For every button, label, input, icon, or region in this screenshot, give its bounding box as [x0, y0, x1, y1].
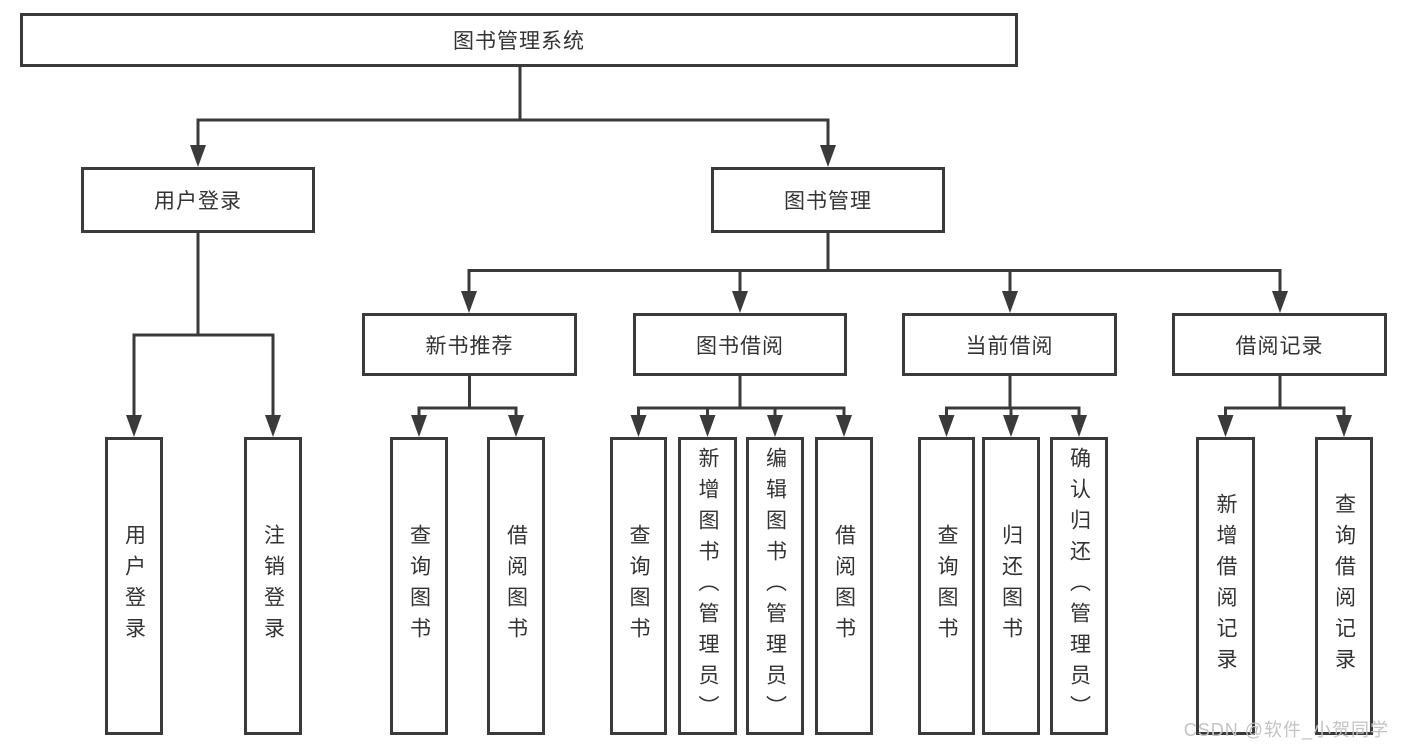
- node-new-book-recommendation: 新书推荐: [362, 313, 577, 376]
- node-user-login: 用户登录: [81, 167, 315, 233]
- leaf-confirm-return-admin: 确认归还（管理员）: [1050, 437, 1108, 735]
- leaf-label: 查询图书: [627, 524, 650, 648]
- leaf-query-books-recommend: 查询图书: [390, 437, 448, 735]
- leaf-label: 用户登录: [122, 524, 146, 648]
- leaf-label: 查询图书: [935, 524, 958, 648]
- csdn-watermark: CSDN @软件_小贺同学: [1183, 720, 1389, 740]
- leaf-label: 借阅图书: [504, 524, 528, 648]
- node-book-borrowing: 图书借阅: [633, 313, 847, 376]
- leaf-logout: 注销登录: [244, 437, 302, 735]
- leaf-query-books-current: 查询图书: [918, 437, 975, 735]
- node-label: 新书推荐: [425, 334, 514, 358]
- leaf-label: 新增借阅记录: [1214, 493, 1237, 679]
- node-library-management-system: 图书管理系统: [20, 13, 1018, 67]
- leaf-edit-book-admin: 编辑图书（管理员）: [746, 437, 804, 735]
- node-label: 图书借阅: [696, 334, 784, 358]
- leaf-label: 查询借阅记录: [1332, 493, 1356, 679]
- leaf-user-login: 用户登录: [105, 437, 163, 735]
- node-borrowing-records: 借阅记录: [1172, 313, 1387, 376]
- node-label: 用户登录: [154, 190, 242, 213]
- leaf-add-book-admin: 新增图书（管理员）: [678, 437, 737, 735]
- node-label: 当前借阅: [965, 334, 1054, 358]
- leaf-label: 借阅图书: [832, 524, 856, 648]
- node-book-management: 图书管理: [711, 167, 945, 233]
- node-label: 图书管理: [784, 190, 872, 213]
- leaf-borrow-books: 借阅图书: [815, 437, 873, 735]
- leaf-query-borrow-record: 查询借阅记录: [1315, 437, 1373, 735]
- node-label: 借阅记录: [1235, 334, 1324, 358]
- leaf-label: 新增图书（管理员）: [696, 446, 719, 726]
- leaf-return-books: 归还图书: [982, 437, 1040, 735]
- leaf-query-books-borrowing: 查询图书: [610, 437, 667, 735]
- leaf-label: 查询图书: [407, 524, 431, 648]
- leaf-label: 归还图书: [999, 524, 1023, 648]
- leaf-label: 编辑图书（管理员）: [763, 446, 787, 726]
- node-label: 图书管理系统: [453, 30, 585, 53]
- node-current-borrowing: 当前借阅: [902, 313, 1117, 376]
- leaf-borrow-books-recommend: 借阅图书: [487, 437, 545, 735]
- leaf-label: 确认归还（管理员）: [1067, 446, 1091, 726]
- leaf-add-borrow-record: 新增借阅记录: [1196, 437, 1255, 735]
- arrowhead-icons: [126, 145, 1352, 437]
- leaf-label: 注销登录: [261, 524, 285, 648]
